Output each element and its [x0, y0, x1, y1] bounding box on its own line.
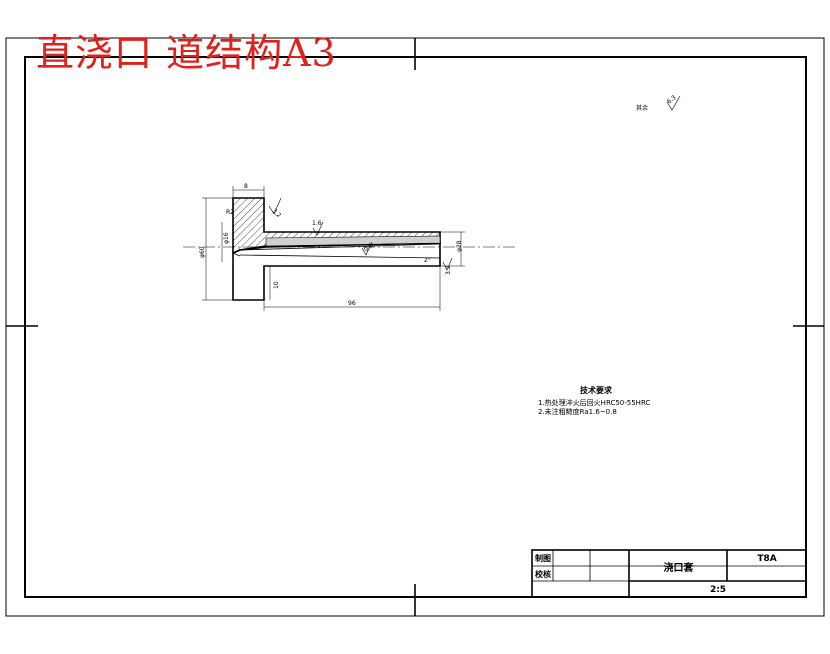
roughness-value-b: 1.6 [312, 220, 322, 227]
dim-right-dia: φ28 [456, 240, 463, 252]
drawing-frame [24, 56, 807, 598]
technical-requirements: 技术要求 1.热处理淬火后回火HRC50-55HRC 2.未注粗糙度Ra1.6~… [538, 386, 650, 417]
dim-inner-gap: 10 [273, 281, 280, 289]
technical-requirement-item: 1.热处理淬火后回火HRC50-55HRC [538, 399, 651, 407]
dim-chamfer: R2 [226, 209, 234, 216]
dim-sprue-angle: 2° [424, 257, 431, 264]
title-block-checked-label: 校核 [535, 569, 551, 579]
dim-left-height: φ60 [199, 246, 206, 258]
roughness-note-value: 6.3 [666, 94, 678, 106]
roughness-symbols [268, 95, 681, 271]
title-block-scale: 2:5 [709, 584, 727, 595]
title-block-part-name: 浇口套 [663, 562, 694, 574]
dim-total-length: 96 [348, 300, 356, 307]
centering-marks [6, 38, 824, 616]
roughness-value-c: 0.8 [363, 242, 375, 254]
roughness-note-prefix: 其余 [636, 104, 648, 112]
title-block-drawn-label: 制图 [535, 554, 551, 563]
overlay-title: 直浇口 道结构A3 [36, 31, 337, 75]
roughness-value-d: 3.2 [445, 265, 452, 275]
dim-top-flange: 8 [244, 183, 248, 190]
dim-hole-dia: φ16 [223, 232, 230, 244]
roughness-value-a: 3.2 [271, 207, 283, 219]
technical-requirements-heading: 技术要求 [580, 386, 612, 395]
part-section [232, 197, 441, 301]
dimension-lines [202, 186, 465, 311]
technical-requirement-item: 2.未注粗糙度Ra1.6~0.8 [538, 408, 617, 416]
outer-border [5, 37, 825, 617]
title-block [531, 549, 807, 598]
title-block-material: T8A [757, 553, 777, 564]
